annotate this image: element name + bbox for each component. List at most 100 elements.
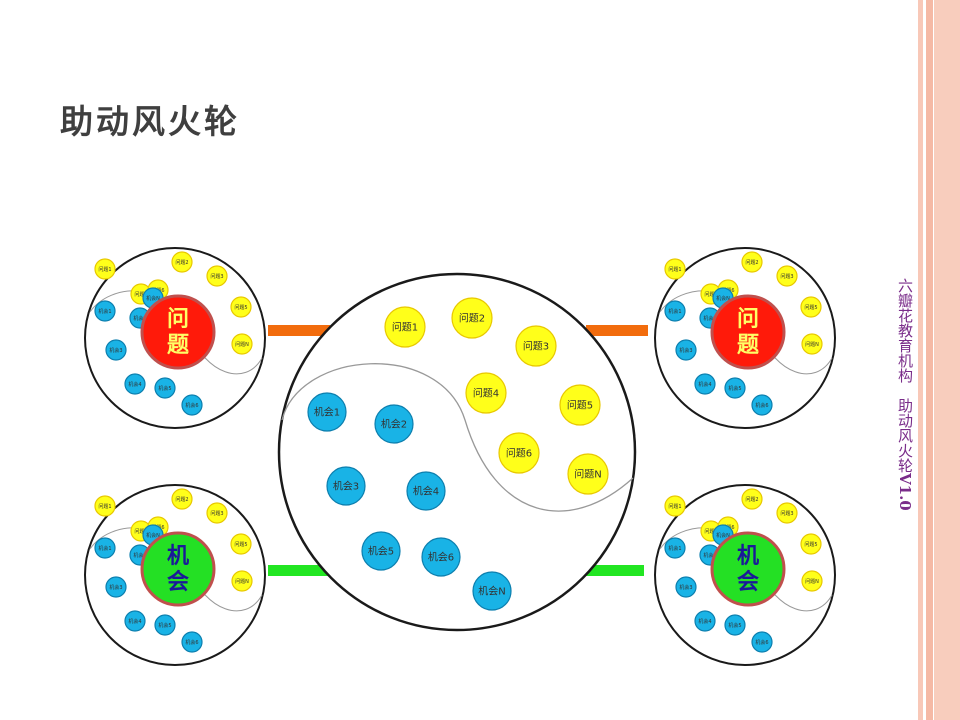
central-opportunity-bubble-label: 机会6: [428, 551, 454, 564]
satellite-opportunity-dot-circle: [664, 537, 686, 559]
satellite-problem-dot: 问题1: [664, 258, 686, 280]
opportunity-hub: 机会: [710, 531, 786, 607]
satellite-problem-dot-circle: [801, 333, 823, 355]
satellite-opportunity-dot: 机会3: [675, 576, 697, 598]
satellite-opportunity-dot-label: 机会3: [679, 347, 692, 354]
problem-hub: 问题: [710, 294, 786, 370]
satellite-problem-dot-label: 问题5: [234, 541, 247, 548]
satellite-opportunity-dot: 机会5: [154, 377, 176, 399]
satellite-problem-dot-circle: [171, 488, 193, 510]
satellite-problem-dot-label: 问题1: [668, 266, 681, 273]
satellite-opportunity-dot-label: 机会5: [728, 385, 741, 392]
satellite-opportunity-dot-label: 机会1: [98, 308, 111, 315]
satellite-opportunity-dot-label: 机会5: [728, 622, 741, 629]
central-opportunity-bubble: 机会1: [307, 392, 347, 432]
connector-bar-top-right: [586, 325, 648, 336]
satellite-opportunity-dot-circle: [751, 631, 773, 653]
satellite-problem-dot-label: 问题3: [780, 510, 793, 517]
satellite-problem-dot: 问题5: [230, 533, 252, 555]
satellite-opportunity-dot-circle: [675, 576, 697, 598]
satellite-problem-dot-circle: [801, 570, 823, 592]
satellite-opportunity-dot: 机会4: [694, 373, 716, 395]
satellite-problem-dot: 问题3: [776, 502, 798, 524]
problem-hub: 问题: [140, 294, 216, 370]
central-problem-bubble: 问题3: [515, 325, 557, 367]
satellite-opportunity-dot: 机会6: [751, 394, 773, 416]
central-opportunity-bubble: 机会2: [374, 404, 414, 444]
satellite-wheel-bottom-right: 问题1问题2问题3问题4问题5问题6问题N机会1机会2机会3机会4机会5机会6机…: [654, 484, 836, 666]
satellite-opportunity-dot-label: 机会4: [698, 618, 711, 625]
satellite-problem-dot-circle: [800, 533, 822, 555]
satellite-problem-dot: 问题3: [776, 265, 798, 287]
hub-label-char: 问: [737, 306, 759, 332]
central-problem-bubble: 问题2: [451, 297, 493, 339]
hub-circle: [140, 294, 216, 370]
side-decoration-band: [918, 0, 923, 720]
satellite-opportunity-dot-label: 机会1: [668, 545, 681, 552]
satellite-opportunity-dot-label: 机会2: [703, 552, 716, 559]
satellite-opportunity-dot: 机会4: [694, 610, 716, 632]
satellite-opportunity-dot-label: 机会3: [109, 347, 122, 354]
satellite-opportunity-dot-circle: [94, 537, 116, 559]
central-problem-bubble: 问题N: [567, 453, 609, 495]
satellite-problem-dot: 问题3: [206, 265, 228, 287]
central-opportunity-bubble: 机会6: [421, 537, 461, 577]
satellite-problem-dot-circle: [94, 258, 116, 280]
connector-bar-top-left: [268, 325, 330, 336]
satellite-opportunity-dot-label: 机会6: [755, 402, 768, 409]
hub-label-char: 问: [167, 306, 189, 332]
satellite-problem-dot: 问题2: [741, 251, 763, 273]
central-problem-bubble-circle: [567, 453, 609, 495]
satellite-problem-dot-circle: [206, 502, 228, 524]
central-opportunity-bubble-circle: [361, 531, 401, 571]
satellite-problem-dot-circle: [664, 495, 686, 517]
side-caption-version: V1.0: [896, 473, 914, 511]
central-problem-bubble-label: 问题N: [574, 468, 601, 481]
satellite-problem-dot: 问题1: [664, 495, 686, 517]
satellite-opportunity-dot: 机会6: [181, 631, 203, 653]
satellite-wheel-top-left: 问题1问题2问题3问题4问题5问题6问题N机会1机会2机会3机会4机会5机会6机…: [84, 247, 266, 429]
satellite-opportunity-dot-label: 机会2: [703, 315, 716, 322]
satellite-problem-dot-label: 问题2: [745, 496, 758, 503]
central-divider-curve: [281, 363, 634, 512]
central-opportunity-bubble-label: 机会2: [381, 418, 407, 431]
satellite-problem-dot-circle: [231, 333, 253, 355]
slide-title: 助动风火轮: [60, 102, 240, 141]
satellite-problem-dot-label: 问题1: [98, 266, 111, 273]
satellite-problem-dot: 问题1: [94, 495, 116, 517]
satellite-problem-dot: 问题N: [231, 333, 253, 355]
satellite-problem-dot-label: 问题5: [234, 304, 247, 311]
satellite-opportunity-dot-label: 机会6: [755, 639, 768, 646]
satellite-opportunity-dot-circle: [181, 631, 203, 653]
side-decoration-band: [926, 0, 933, 720]
satellite-opportunity-dot: 机会5: [724, 377, 746, 399]
satellite-problem-dot-circle: [231, 570, 253, 592]
satellite-problem-dot-circle: [776, 265, 798, 287]
central-opportunity-bubble: 机会3: [326, 466, 366, 506]
satellite-opportunity-dot: 机会5: [724, 614, 746, 636]
satellite-problem-dot-circle: [94, 495, 116, 517]
satellite-problem-dot: 问题5: [230, 296, 252, 318]
central-opportunity-bubble: 机会4: [406, 471, 446, 511]
central-problem-bubble-label: 问题5: [567, 399, 593, 412]
satellite-opportunity-dot-circle: [105, 576, 127, 598]
hub-label-char: 题: [737, 332, 760, 358]
satellite-opportunity-dot-label: 机会5: [158, 385, 171, 392]
satellite-problem-dot-label: 问题2: [175, 496, 188, 503]
satellite-opportunity-dot-circle: [694, 610, 716, 632]
satellite-opportunity-dot: 机会6: [181, 394, 203, 416]
hub-label: 机会: [167, 543, 189, 595]
satellite-wheel-top-right: 问题1问题2问题3问题4问题5问题6问题N机会1机会2机会3机会4机会5机会6机…: [654, 247, 836, 429]
satellite-opportunity-dot: 机会4: [124, 373, 146, 395]
satellite-opportunity-dot-label: 机会N: [146, 295, 160, 302]
satellite-problem-dot-label: 问题4: [704, 291, 717, 298]
satellite-problem-dot-circle: [206, 265, 228, 287]
satellite-problem-dot-circle: [230, 533, 252, 555]
satellite-opportunity-dot-label: 机会1: [98, 545, 111, 552]
satellite-problem-dot-label: 问题4: [134, 291, 147, 298]
hub-circle: [710, 294, 786, 370]
satellite-opportunity-dot: 机会4: [124, 610, 146, 632]
central-opportunity-bubble-circle: [326, 466, 366, 506]
central-problem-bubble-label: 问题6: [506, 447, 532, 460]
